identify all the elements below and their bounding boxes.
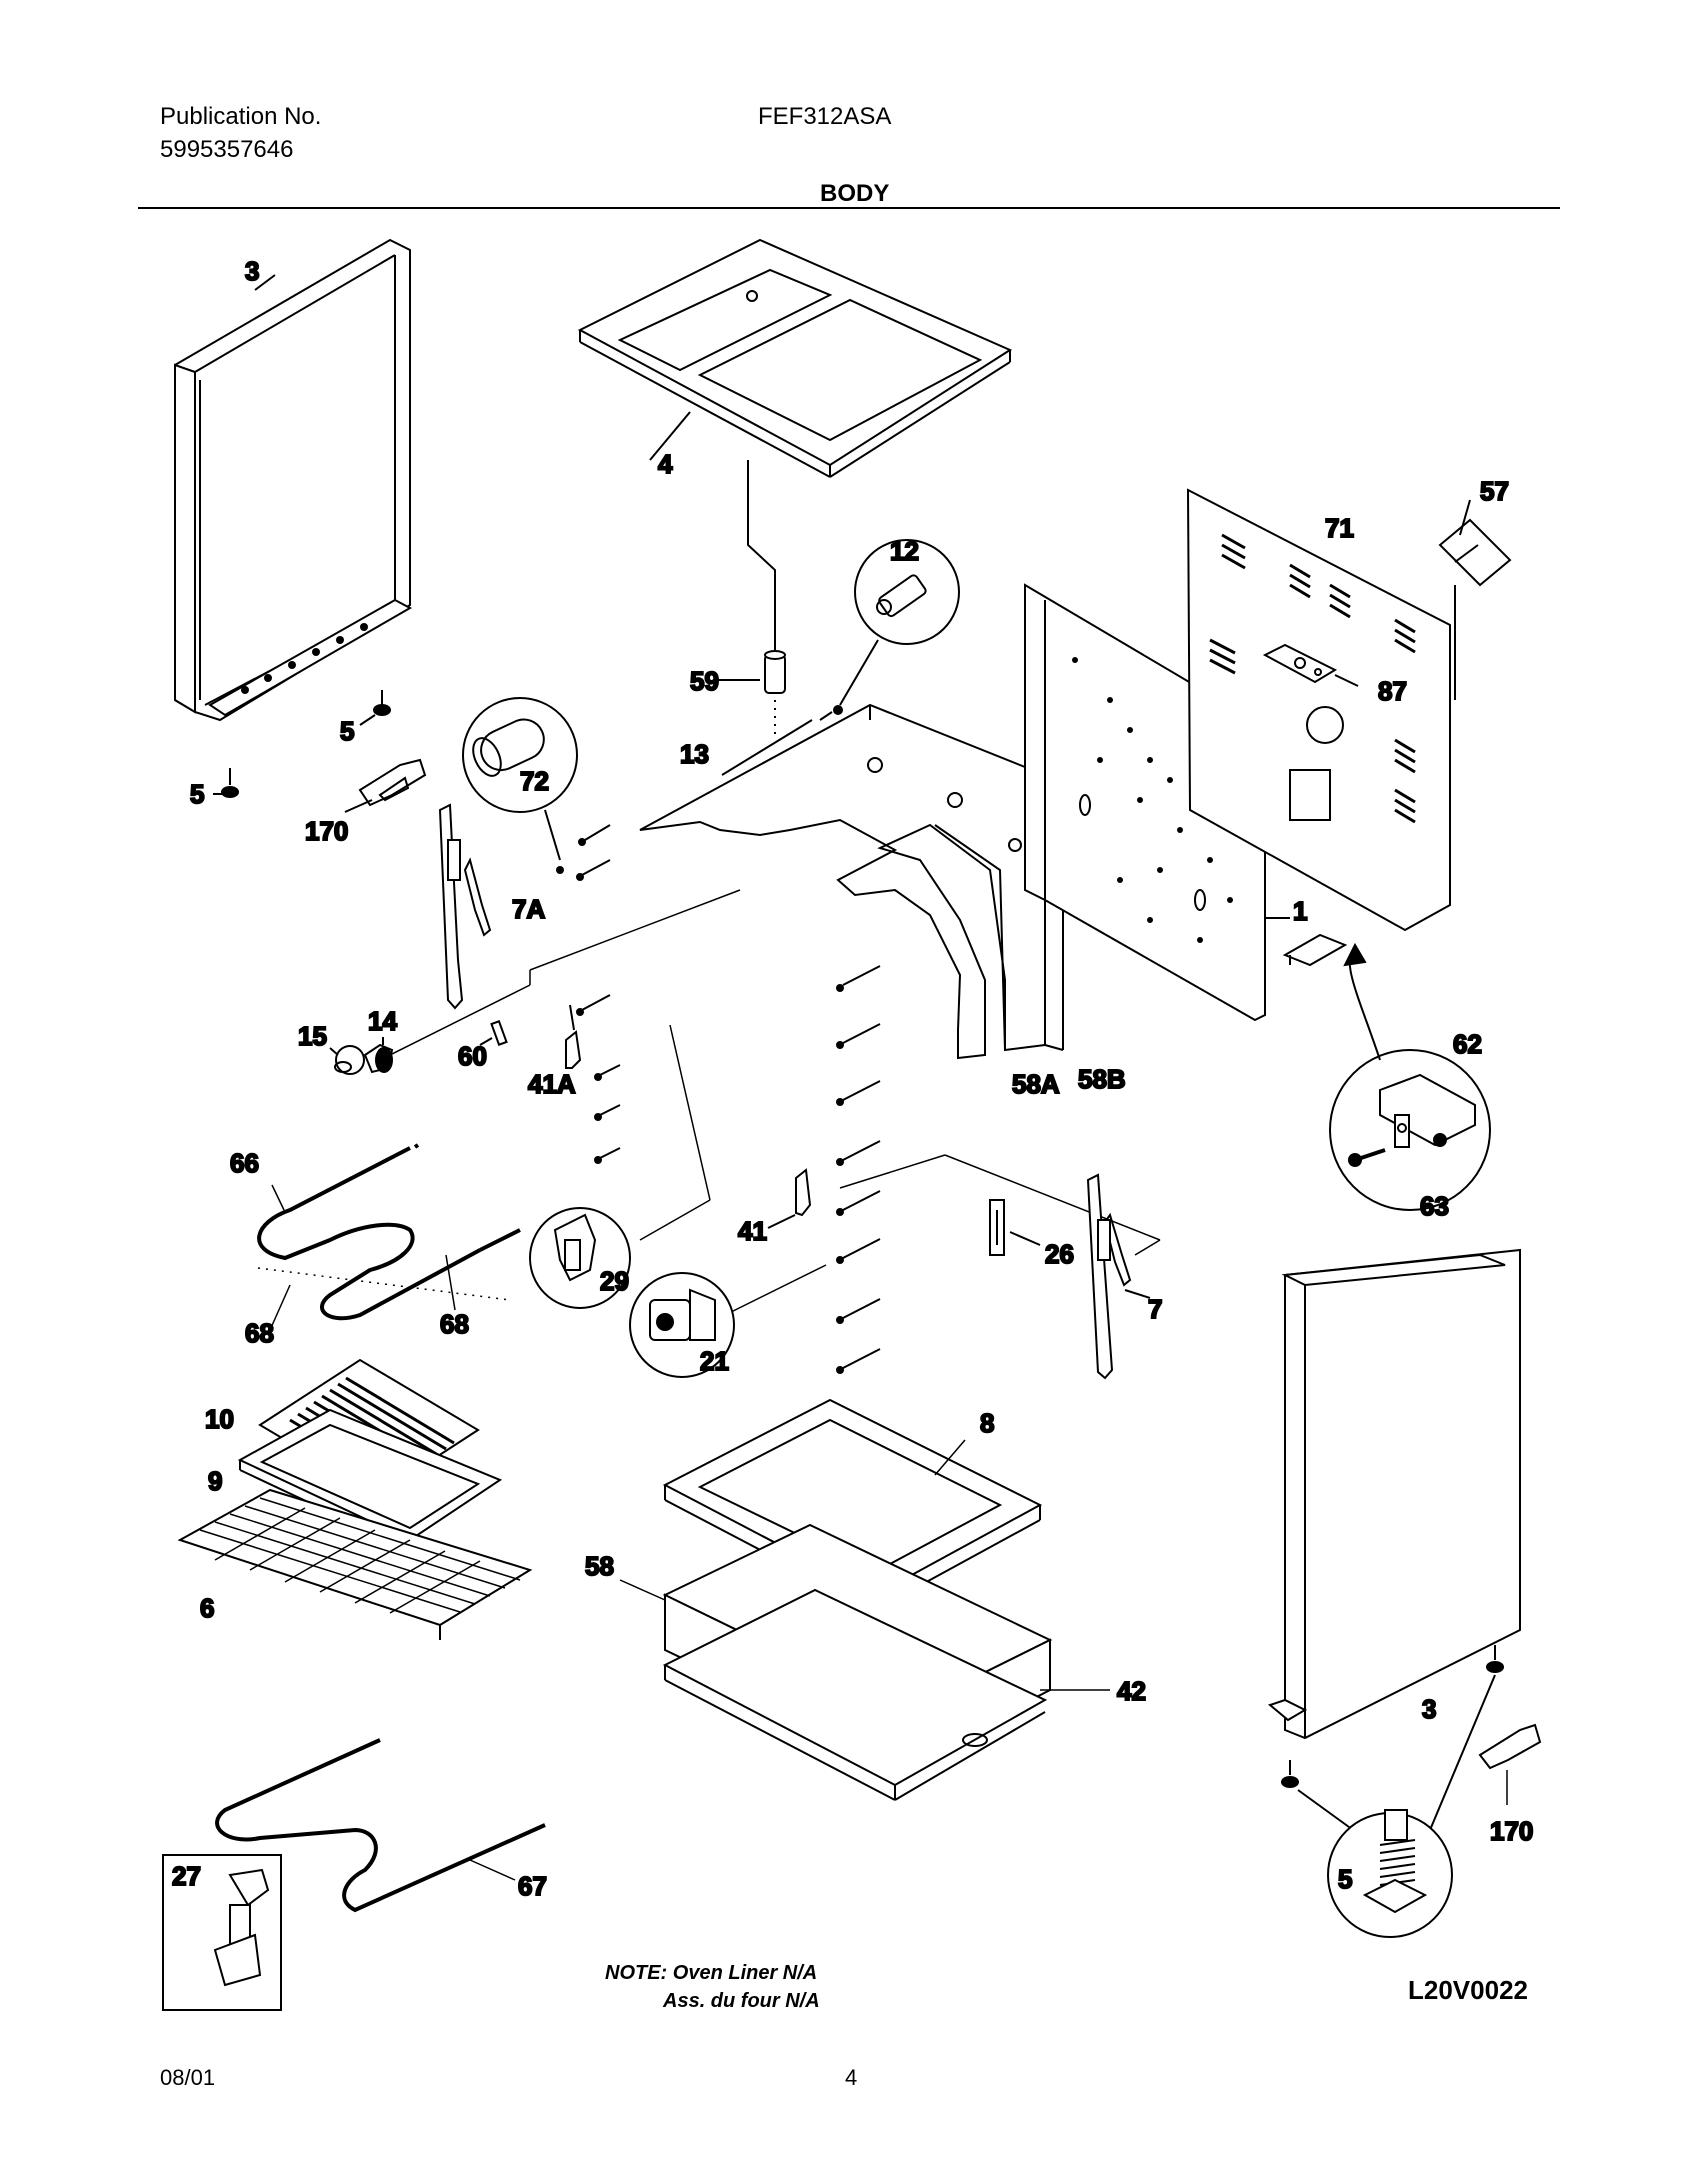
publication-label: Publication No. [160,103,322,130]
header-rule [138,207,1560,209]
leader-lines [379,889,1161,1321]
callout-170: 170 [305,816,348,846]
callout-72: 72 [520,766,549,796]
leader-67 [469,1859,516,1881]
callout-3: 3 [245,256,259,286]
oven-sensor [718,460,786,780]
clip-60 [479,1020,508,1046]
label-plate [1438,499,1512,700]
note-line-1: NOTE: Oven Liner N/A [605,1962,818,1984]
callout-42: 42 [1117,1676,1146,1706]
callout-67: 67 [518,1871,547,1901]
callout-59: 59 [690,666,719,696]
callout-29: 29 [600,1266,629,1296]
callout-10: 10 [205,1404,234,1434]
bracket-41 [767,1168,812,1229]
mounting-screws [576,824,881,1374]
callout-58b: 58B [1078,1064,1126,1094]
leader-68a [269,1284,291,1331]
callout-5: 5 [1338,1864,1352,1894]
bracket-87 [1262,643,1359,687]
leveling-leg-right [1281,1645,1504,1836]
oven-frame [662,1398,1043,1611]
callout-15: 15 [298,1021,327,1051]
note-line-2: Ass. du four N/A [663,1990,820,2012]
leader-68b [445,1254,456,1311]
callout-27: 27 [172,1861,201,1891]
bracket-26 [989,1199,1041,1256]
section-title: BODY [820,180,890,207]
callout-68: 68 [440,1309,469,1339]
model-number: FEF312ASA [758,103,892,130]
callout-5: 5 [190,779,204,809]
callout-14: 14 [368,1006,397,1036]
callout-62: 62 [1453,1029,1482,1059]
detail-circle-12 [833,539,960,715]
anti-tip-bracket-left [344,758,427,813]
leveling-leg-left-lower [213,768,239,798]
wire-13 [721,719,813,776]
detail-circle-29 [529,1207,631,1309]
callout-41: 41 [738,1216,767,1246]
callout-3: 3 [1422,1694,1436,1724]
callout-41a: 41A [528,1069,576,1099]
callout-87: 87 [1378,676,1407,706]
leveling-leg-left-upper [359,690,391,726]
detail-circle-5 [1327,1809,1453,1938]
footer-date: 08/01 [160,2065,216,2090]
callout-170: 170 [1490,1816,1533,1846]
publication-number: 5995357646 [160,136,294,163]
callout-58: 58 [585,1551,614,1581]
callout-71: 71 [1325,513,1354,543]
detail-circle-62 [1329,942,1491,1211]
callout-8: 8 [980,1408,994,1438]
callout-66: 66 [230,1148,259,1178]
callout-13: 13 [680,739,709,769]
wire-13-end [819,711,833,721]
terminal-block [1265,917,1348,967]
callout-57: 57 [1480,476,1509,506]
callout-7: 7 [1148,1294,1162,1324]
detail-circle-72 [462,697,578,874]
bake-element [215,1738,546,1913]
box-27 [162,1854,282,2011]
callout-6: 6 [200,1593,214,1623]
callout-12: 12 [890,536,919,566]
callout-21: 21 [700,1346,729,1376]
callout-58a: 58A [1012,1069,1060,1099]
callout-4: 4 [658,449,673,479]
callout-9: 9 [208,1466,222,1496]
drawing-code: L20V0022 [1408,1975,1528,2005]
oven-rack [177,1488,533,1640]
page-number: 4 [845,2065,858,2090]
detail-circle-21 [629,1272,735,1378]
broil-element [257,1143,521,1321]
leader-66 [271,1184,285,1211]
bracket-41a [565,1004,582,1069]
hinge-right [1086,1173,1151,1380]
oven-lamp [329,1037,394,1075]
rear-access-panel [1186,488,1451,932]
callout-26: 26 [1045,1239,1074,1269]
top-panel [577,238,1013,478]
callout-68: 68 [245,1318,274,1348]
bottom-panel [662,1588,1110,1801]
side-panel-right [1267,1248,1521,1740]
callout-7a: 7A [512,894,545,924]
callout-60: 60 [458,1041,487,1071]
element-68-dashed [257,1267,511,1301]
side-panel-left [174,238,413,722]
callout-5: 5 [340,716,354,746]
hinge-left [438,803,492,1010]
anti-tip-bracket-right [1478,1723,1542,1805]
callout-63: 63 [1420,1191,1449,1221]
callout-1: 1 [1293,896,1307,926]
